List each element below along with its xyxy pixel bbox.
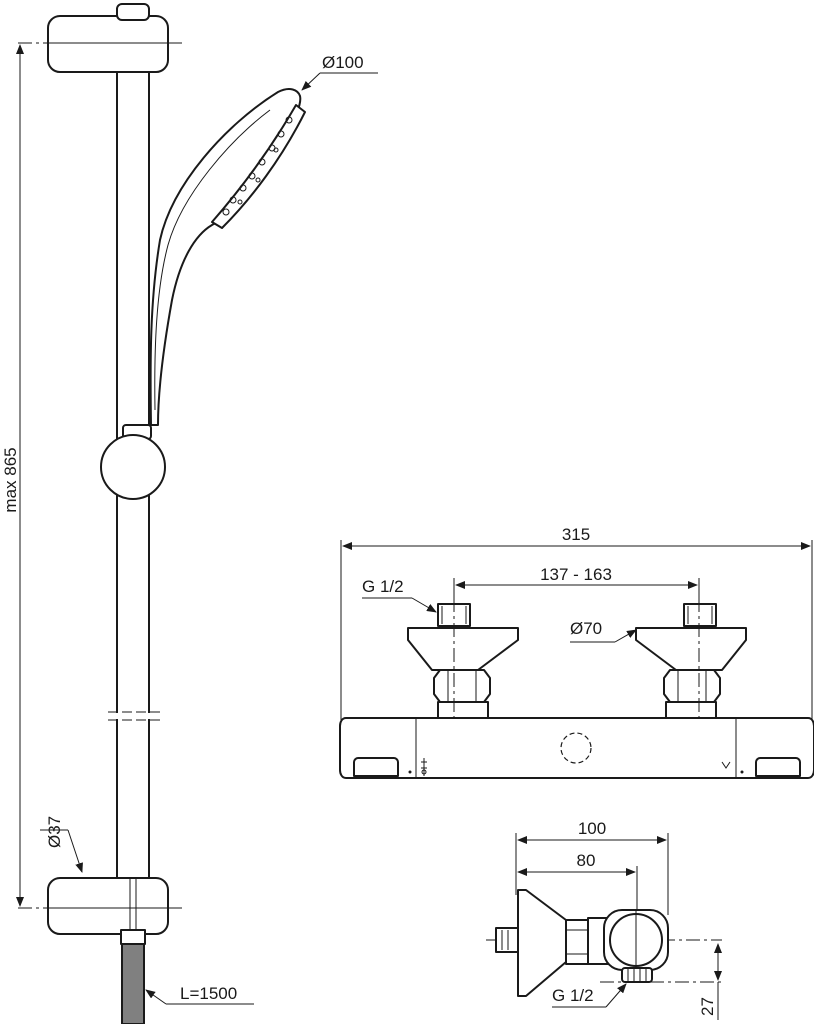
side-body <box>603 909 669 971</box>
connection-thread-callout: G 1/2 <box>362 577 437 613</box>
mixer-side-view: 100 80 <box>486 819 722 1020</box>
connection-thread-label: G 1/2 <box>362 577 404 596</box>
right-handle-grip <box>755 757 801 777</box>
side-nut <box>565 919 589 965</box>
left-dot-mark <box>408 770 412 774</box>
mixer-body <box>339 717 814 779</box>
rail-break-mark <box>108 711 162 721</box>
hand-shower <box>149 88 306 426</box>
top-wall-bracket <box>47 3 169 73</box>
escutcheon-diameter-callout: Ø70 <box>570 619 637 643</box>
outlet-height-label: 27 <box>698 997 717 1016</box>
head-diameter-callout: Ø100 <box>301 53 378 91</box>
escutcheon-diameter-label: Ø70 <box>570 619 602 638</box>
overall-width-label: 315 <box>562 525 590 544</box>
outlet-thread-label: G 1/2 <box>552 986 594 1005</box>
outlet-thread-callout: G 1/2 <box>552 983 627 1008</box>
spray-nozzles <box>222 116 293 216</box>
side-outlet <box>600 967 722 983</box>
hose-length-label: L=1500 <box>180 984 237 1003</box>
rail-diameter-callout: Ø37 <box>40 816 83 873</box>
right-dot-mark <box>740 770 744 774</box>
thermostat-scale-icon <box>421 758 427 776</box>
max-height-label: max 865 <box>1 447 20 512</box>
centre-distance-label: 137 - 163 <box>540 565 612 584</box>
shower-rail-assembly: max 865 Ø100 Ø37 L=1500 <box>1 3 378 1024</box>
bottom-wall-bracket <box>47 877 169 935</box>
rail-diameter-label: Ø37 <box>45 816 64 848</box>
left-handle-grip <box>353 757 399 777</box>
depth-body-label: 80 <box>577 851 596 870</box>
outlet-hidden-circle <box>560 732 592 764</box>
slider-holder <box>100 424 166 500</box>
depth-total-label: 100 <box>578 819 606 838</box>
side-thread <box>495 927 519 953</box>
mixer-front-view: 315 137 - 163 G 1/2 Ø70 <box>339 525 814 779</box>
hose <box>120 929 146 1024</box>
head-diameter-label: Ø100 <box>322 53 364 72</box>
flow-mark-icon <box>721 761 731 769</box>
left-connection <box>407 598 519 740</box>
hose-length-callout: L=1500 <box>145 984 254 1005</box>
side-escutcheon <box>517 889 567 997</box>
